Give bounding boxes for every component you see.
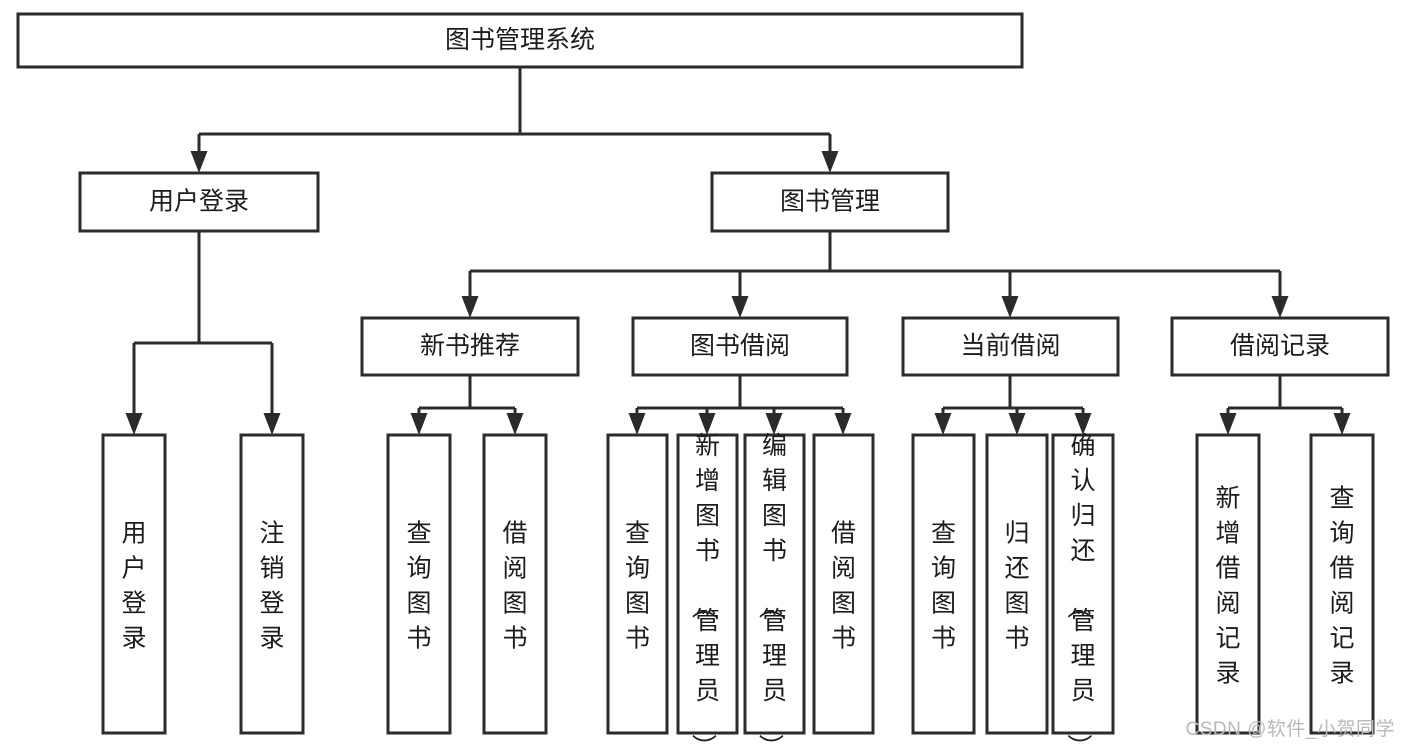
node-book-borrow[interactable]: 图书借阅 (631, 316, 849, 377)
node-box[interactable] (911, 433, 976, 735)
arrow-head-icon (1333, 413, 1351, 435)
connector-group (190, 67, 839, 173)
node-box[interactable] (360, 316, 580, 377)
arrow-head-icon (834, 413, 852, 435)
arrow-head-icon (263, 413, 281, 435)
node-label: 查询图书 (625, 519, 650, 652)
node-box[interactable] (743, 433, 806, 735)
node-leaf-borrow-book[interactable]: 借阅图书 (812, 433, 875, 735)
arrow-head-icon (731, 296, 749, 318)
node-book-management[interactable]: 图书管理 (710, 171, 950, 233)
node-leaf-query-book-borrow[interactable]: 查询图书 (606, 433, 669, 735)
arrow-head-icon (506, 413, 524, 435)
arrow-head-icon (461, 296, 479, 318)
node-box[interactable] (606, 433, 669, 735)
connector-group (125, 231, 281, 435)
node-leaf-confirm-return-admin[interactable]: 确认归还（管理员） (1051, 432, 1115, 747)
node-label: 新增借阅记录 (1215, 484, 1240, 687)
connectors-layer (125, 67, 1351, 435)
node-box[interactable] (676, 433, 739, 735)
node-leaf-add-book-admin[interactable]: 新增图书（管理员） (676, 432, 739, 747)
node-leaf-query-book-recommend[interactable]: 查询图书 (386, 433, 452, 735)
node-label: 新书推荐 (420, 332, 520, 360)
node-leaf-return-book[interactable]: 归还图书 (985, 433, 1049, 735)
node-leaf-borrow-book-recommend[interactable]: 借阅图书 (482, 433, 548, 735)
arrow-head-icon (1001, 296, 1019, 318)
node-box[interactable] (1051, 433, 1115, 735)
node-label: 注销登录 (259, 519, 284, 652)
arrow-head-icon (1008, 413, 1026, 435)
arrow-head-icon (410, 413, 428, 435)
node-box[interactable] (710, 171, 950, 233)
node-box[interactable] (386, 433, 452, 735)
node-label: 新增图书（管理员） (689, 432, 720, 747)
connector-group (934, 375, 1092, 435)
node-leaf-query-borrow-record[interactable]: 查询借阅记录 (1309, 433, 1375, 735)
node-root[interactable]: 图书管理系统 (16, 12, 1024, 69)
arrow-head-icon (1074, 413, 1092, 435)
arrow-head-icon (698, 413, 716, 435)
arrow-head-icon (765, 413, 783, 435)
node-leaf-edit-book-admin[interactable]: 编辑图书（管理员） (743, 432, 806, 747)
arrow-head-icon (1271, 296, 1289, 318)
connector-group (410, 375, 524, 435)
nodes-layer: 图书管理系统用户登录图书管理新书推荐图书借阅当前借阅借阅记录用户登录注销登录查询… (16, 12, 1390, 747)
node-box[interactable] (78, 171, 320, 233)
node-label: 图书管理 (780, 188, 880, 216)
node-box[interactable] (239, 433, 305, 735)
arrow-head-icon (1219, 413, 1237, 435)
node-box[interactable] (1170, 316, 1390, 377)
node-label: 借阅图书 (831, 519, 856, 652)
connector-group (1219, 375, 1351, 435)
node-leaf-add-borrow-record[interactable]: 新增借阅记录 (1195, 433, 1261, 735)
node-label: 查询图书 (931, 519, 956, 652)
node-new-book-recommend[interactable]: 新书推荐 (360, 316, 580, 377)
node-label: 图书管理系统 (445, 26, 595, 54)
node-label: 借阅图书 (502, 519, 527, 652)
node-label: 图书借阅 (690, 332, 790, 360)
arrow-head-icon (125, 413, 143, 435)
arrow-head-icon (821, 151, 839, 173)
node-label: 查询借阅记录 (1329, 484, 1354, 687)
node-borrow-record[interactable]: 借阅记录 (1170, 316, 1390, 377)
node-box[interactable] (16, 12, 1024, 69)
node-current-borrow[interactable]: 当前借阅 (901, 316, 1120, 377)
node-label: 用户登录 (149, 188, 249, 216)
connector-group (628, 375, 852, 435)
node-box[interactable] (985, 433, 1049, 735)
node-label: 查询图书 (406, 519, 431, 652)
node-user-login[interactable]: 用户登录 (78, 171, 320, 233)
arrow-head-icon (628, 413, 646, 435)
node-label: 确认归还（管理员） (1064, 432, 1095, 747)
node-box[interactable] (1195, 433, 1261, 735)
arrow-head-icon (190, 151, 208, 173)
arrow-head-icon (934, 413, 952, 435)
node-label: 归还图书 (1004, 519, 1029, 652)
node-leaf-query-book-current[interactable]: 查询图书 (911, 433, 976, 735)
node-box[interactable] (812, 433, 875, 735)
node-label: 编辑图书（管理员） (756, 432, 787, 747)
node-label: 当前借阅 (960, 332, 1060, 360)
node-leaf-logout[interactable]: 注销登录 (239, 433, 305, 735)
node-box[interactable] (901, 316, 1120, 377)
node-box[interactable] (101, 433, 167, 735)
connector-group (461, 231, 1289, 318)
node-label: 用户登录 (121, 519, 146, 652)
node-leaf-user-login[interactable]: 用户登录 (101, 433, 167, 735)
node-box[interactable] (631, 316, 849, 377)
node-box[interactable] (1309, 433, 1375, 735)
node-box[interactable] (482, 433, 548, 735)
node-label: 借阅记录 (1230, 332, 1330, 360)
